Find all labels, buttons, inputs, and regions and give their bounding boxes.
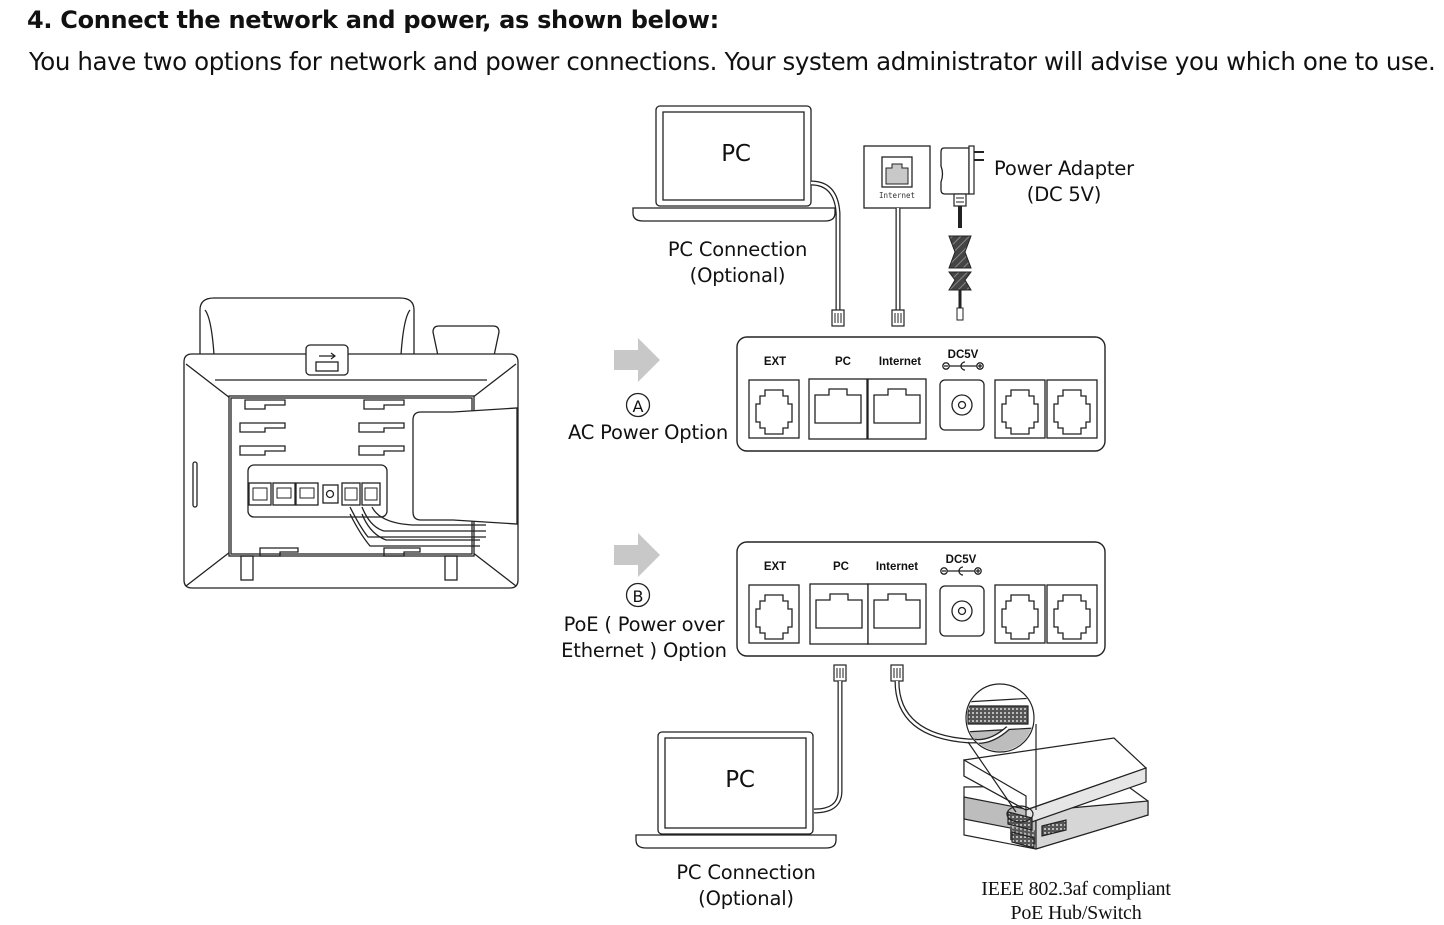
- option-a-badge-text: A: [633, 397, 644, 416]
- dc-jack-icon: [939, 379, 985, 431]
- intro-paragraph: You have two options for network and pow…: [29, 47, 1436, 76]
- ext-port-icon: [748, 379, 800, 439]
- power-adapter-line2: (DC 5V): [1026, 183, 1102, 206]
- phone-back-illustration: [183, 297, 519, 589]
- option-b-badge-text: B: [633, 587, 644, 606]
- poe-switch-line1: IEEE 802.3af compliant: [981, 878, 1171, 900]
- pc-laptop-top: [632, 105, 836, 222]
- pc-connection-label-bottom: PC Connection (Optional): [662, 860, 830, 912]
- pc-label-bottom: PC: [725, 767, 755, 793]
- internet-wall-jack: Internet: [863, 145, 931, 209]
- svg-text:PC: PC: [833, 561, 849, 573]
- pc-plug-bottom-icon: [833, 664, 847, 682]
- pc-connection-bottom-line1: PC Connection: [676, 861, 816, 884]
- svg-text:EXT: EXT: [764, 561, 786, 573]
- power-adapter-icon: [940, 145, 984, 321]
- pc-connection-line2: (Optional): [689, 264, 786, 287]
- option-a-badge: [625, 392, 651, 418]
- port-panel-option-a: EXT PC Internet DC5V: [736, 336, 1106, 452]
- internet-plug-bottom-icon: [890, 664, 904, 682]
- port-label-ext: EXT: [764, 356, 786, 368]
- poe-switch-icon: [963, 683, 1149, 850]
- option-b-line2: Ethernet ) Option: [561, 639, 727, 662]
- wall-jack-label: Internet: [879, 191, 915, 200]
- option-b-badge: [625, 582, 651, 608]
- port-label-pc: PC: [835, 356, 851, 368]
- pc-plug-icon: [831, 309, 845, 327]
- arrow-option-b-icon: [614, 533, 660, 577]
- svg-text:Internet: Internet: [876, 561, 918, 573]
- option-a-label: AC Power Option: [567, 421, 729, 444]
- power-adapter-line1: Power Adapter: [994, 157, 1134, 180]
- arrow-option-a-icon: [614, 338, 660, 382]
- pc-connection-line1: PC Connection: [667, 238, 808, 261]
- power-adapter-label: Power Adapter (DC 5V): [988, 156, 1140, 208]
- internet-plug-icon: [891, 309, 905, 327]
- option-b-line1: PoE ( Power over: [563, 613, 725, 636]
- pc-connection-label-top: PC Connection (Optional): [655, 237, 820, 289]
- option-b-label: PoE ( Power over Ethernet ) Option: [558, 612, 730, 664]
- pc-laptop-bottom: [635, 731, 837, 849]
- svg-text:DC5V: DC5V: [946, 554, 977, 566]
- poe-switch-line2: PoE Hub/Switch: [1010, 902, 1142, 924]
- port-panel-option-b: EXT PC Internet DC5V: [736, 541, 1106, 657]
- pc-label-top: PC: [721, 141, 751, 167]
- pc-connection-bottom-line2: (Optional): [698, 887, 794, 910]
- dc-polarity-icon: [942, 361, 984, 371]
- section-heading: 4. Connect the network and power, as sho…: [27, 6, 719, 34]
- port-label-dc5v: DC5V: [948, 349, 979, 361]
- poe-switch-label: IEEE 802.3af compliant PoE Hub/Switch: [950, 877, 1202, 925]
- port-label-internet: Internet: [879, 356, 921, 368]
